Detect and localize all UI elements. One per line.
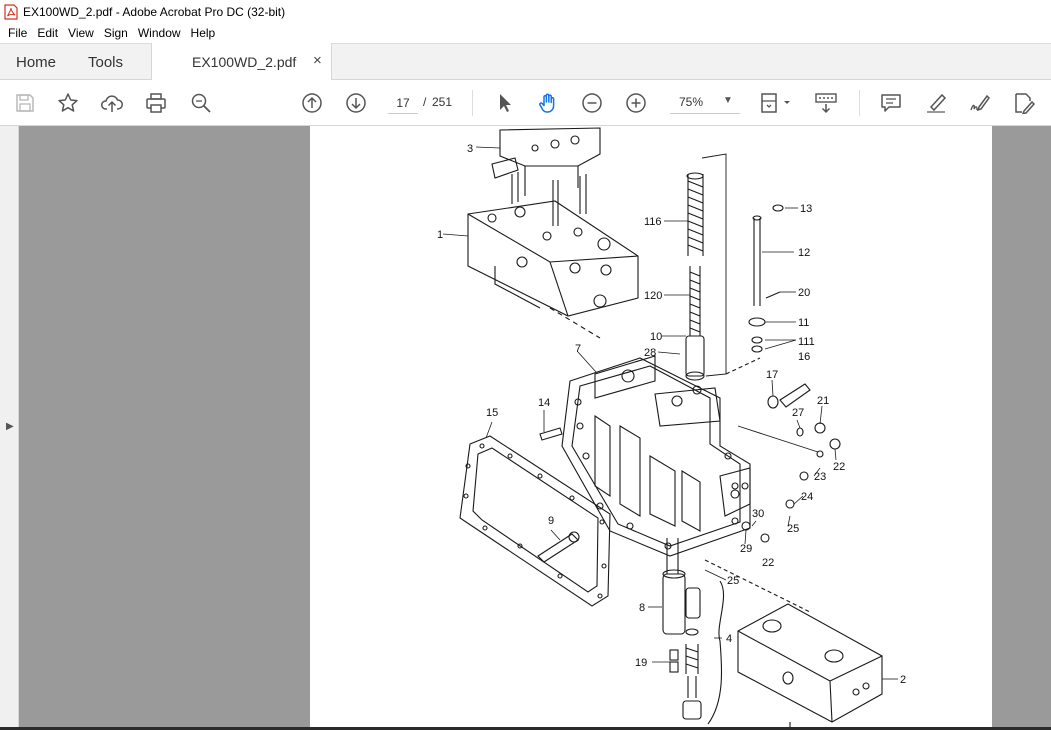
menu-sign[interactable]: Sign bbox=[103, 26, 128, 40]
callout-label: 25 bbox=[727, 575, 739, 587]
menu-view[interactable]: View bbox=[68, 26, 94, 40]
star-icon[interactable] bbox=[57, 92, 79, 114]
upload-icon[interactable] bbox=[101, 92, 123, 114]
exploded-parts-diagram: 3 1 116 13 12 120 20 11 10 111 28 16 7 1… bbox=[437, 127, 906, 730]
callout-label: 28 bbox=[644, 347, 656, 359]
menu-window[interactable]: Window bbox=[137, 26, 181, 40]
page-number-input[interactable]: 17 bbox=[388, 92, 418, 114]
page-up-icon[interactable] bbox=[301, 92, 323, 114]
callout-label: 30 bbox=[752, 508, 764, 520]
save-icon[interactable] bbox=[14, 92, 36, 114]
callout-label: 29 bbox=[740, 543, 752, 555]
callout-label: 12 bbox=[798, 247, 810, 259]
tab-document-label: EX100WD_2.pdf bbox=[192, 54, 297, 70]
title-bar: EX100WD_2.pdf - Adobe Acrobat Pro DC (32… bbox=[0, 0, 1051, 23]
zoom-in-icon[interactable] bbox=[625, 92, 647, 114]
callout-label: 9 bbox=[548, 515, 554, 527]
page-total: 251 bbox=[432, 95, 453, 109]
chevron-down-icon: ▼ bbox=[723, 95, 733, 106]
edit-pdf-icon[interactable] bbox=[1013, 92, 1035, 114]
callout-label: 17 bbox=[766, 369, 778, 381]
highlight-pen-icon[interactable] bbox=[925, 92, 947, 114]
sign-icon[interactable] bbox=[969, 92, 991, 114]
print-icon[interactable] bbox=[145, 92, 167, 114]
callout-label: 4 bbox=[726, 633, 732, 645]
callout-label: 22 bbox=[762, 557, 774, 569]
callout-label: 2 bbox=[900, 674, 906, 686]
page-fit-icon[interactable] bbox=[759, 92, 793, 114]
zoom-value: 75% bbox=[679, 95, 704, 109]
callout-label: 14 bbox=[538, 397, 550, 409]
callout-label: 1 bbox=[437, 229, 443, 241]
callout-label: 21 bbox=[817, 395, 829, 407]
callout-label: 16 bbox=[798, 351, 810, 363]
callout-label: 24 bbox=[801, 491, 813, 503]
close-tab-icon[interactable]: × bbox=[313, 52, 322, 69]
select-arrow-icon[interactable] bbox=[494, 92, 516, 114]
callout-label: 120 bbox=[644, 290, 662, 302]
menu-bar: File Edit View Sign Window Help bbox=[0, 23, 1051, 43]
comment-icon[interactable] bbox=[880, 92, 902, 114]
callout-label: 11 bbox=[798, 317, 809, 329]
window-bottom-border bbox=[0, 727, 1051, 730]
callout-label: 25 bbox=[787, 523, 799, 535]
callout-label: 22 bbox=[833, 461, 845, 473]
tab-document[interactable]: EX100WD_2.pdf × bbox=[151, 43, 332, 81]
callout-label: 19 bbox=[635, 657, 647, 669]
zoom-select[interactable]: 75% ▼ bbox=[670, 92, 740, 114]
callout-label: 20 bbox=[798, 287, 810, 299]
zoom-out-icon[interactable] bbox=[581, 92, 603, 114]
pdf-page[interactable]: 3 1 116 13 12 120 20 11 10 111 28 16 7 1… bbox=[310, 126, 992, 730]
page-down-icon[interactable] bbox=[345, 92, 367, 114]
tab-tools[interactable]: Tools bbox=[88, 54, 124, 71]
callout-label: 8 bbox=[639, 602, 645, 614]
callout-label: 10 bbox=[650, 331, 662, 343]
callout-label: 111 bbox=[798, 336, 815, 348]
menu-file[interactable]: File bbox=[8, 26, 28, 40]
tab-home[interactable]: Home bbox=[16, 54, 57, 71]
part-callouts: 3 1 116 13 12 120 20 11 10 111 28 16 7 1… bbox=[437, 143, 906, 686]
menu-help[interactable]: Help bbox=[190, 26, 216, 40]
menu-edit[interactable]: Edit bbox=[37, 26, 59, 40]
callout-label: 116 bbox=[644, 216, 662, 228]
toolbar: 17 / 251 75% ▼ bbox=[0, 80, 1051, 126]
hand-tool-icon[interactable] bbox=[537, 92, 559, 114]
window-title: EX100WD_2.pdf - Adobe Acrobat Pro DC (32… bbox=[23, 4, 286, 19]
callout-label: 3 bbox=[467, 143, 473, 155]
callout-label: 7 bbox=[575, 343, 581, 355]
callout-label: 27 bbox=[792, 407, 804, 419]
callout-label: 15 bbox=[486, 407, 498, 419]
page-separator: / bbox=[423, 95, 427, 109]
expand-panel-icon[interactable]: ▶ bbox=[6, 421, 14, 432]
acrobat-app-icon bbox=[4, 3, 18, 20]
toolbar-divider bbox=[472, 90, 473, 116]
left-panel-strip: ▶ bbox=[0, 126, 19, 730]
tab-bar: Home Tools EX100WD_2.pdf × bbox=[0, 43, 1051, 81]
toolbar-divider bbox=[859, 90, 860, 116]
keyboard-icon[interactable] bbox=[815, 92, 837, 114]
callout-label: 13 bbox=[800, 203, 812, 215]
callout-label: 23 bbox=[814, 471, 826, 483]
document-viewport[interactable]: ▶ bbox=[0, 126, 1051, 730]
zoom-search-icon[interactable] bbox=[190, 92, 212, 114]
